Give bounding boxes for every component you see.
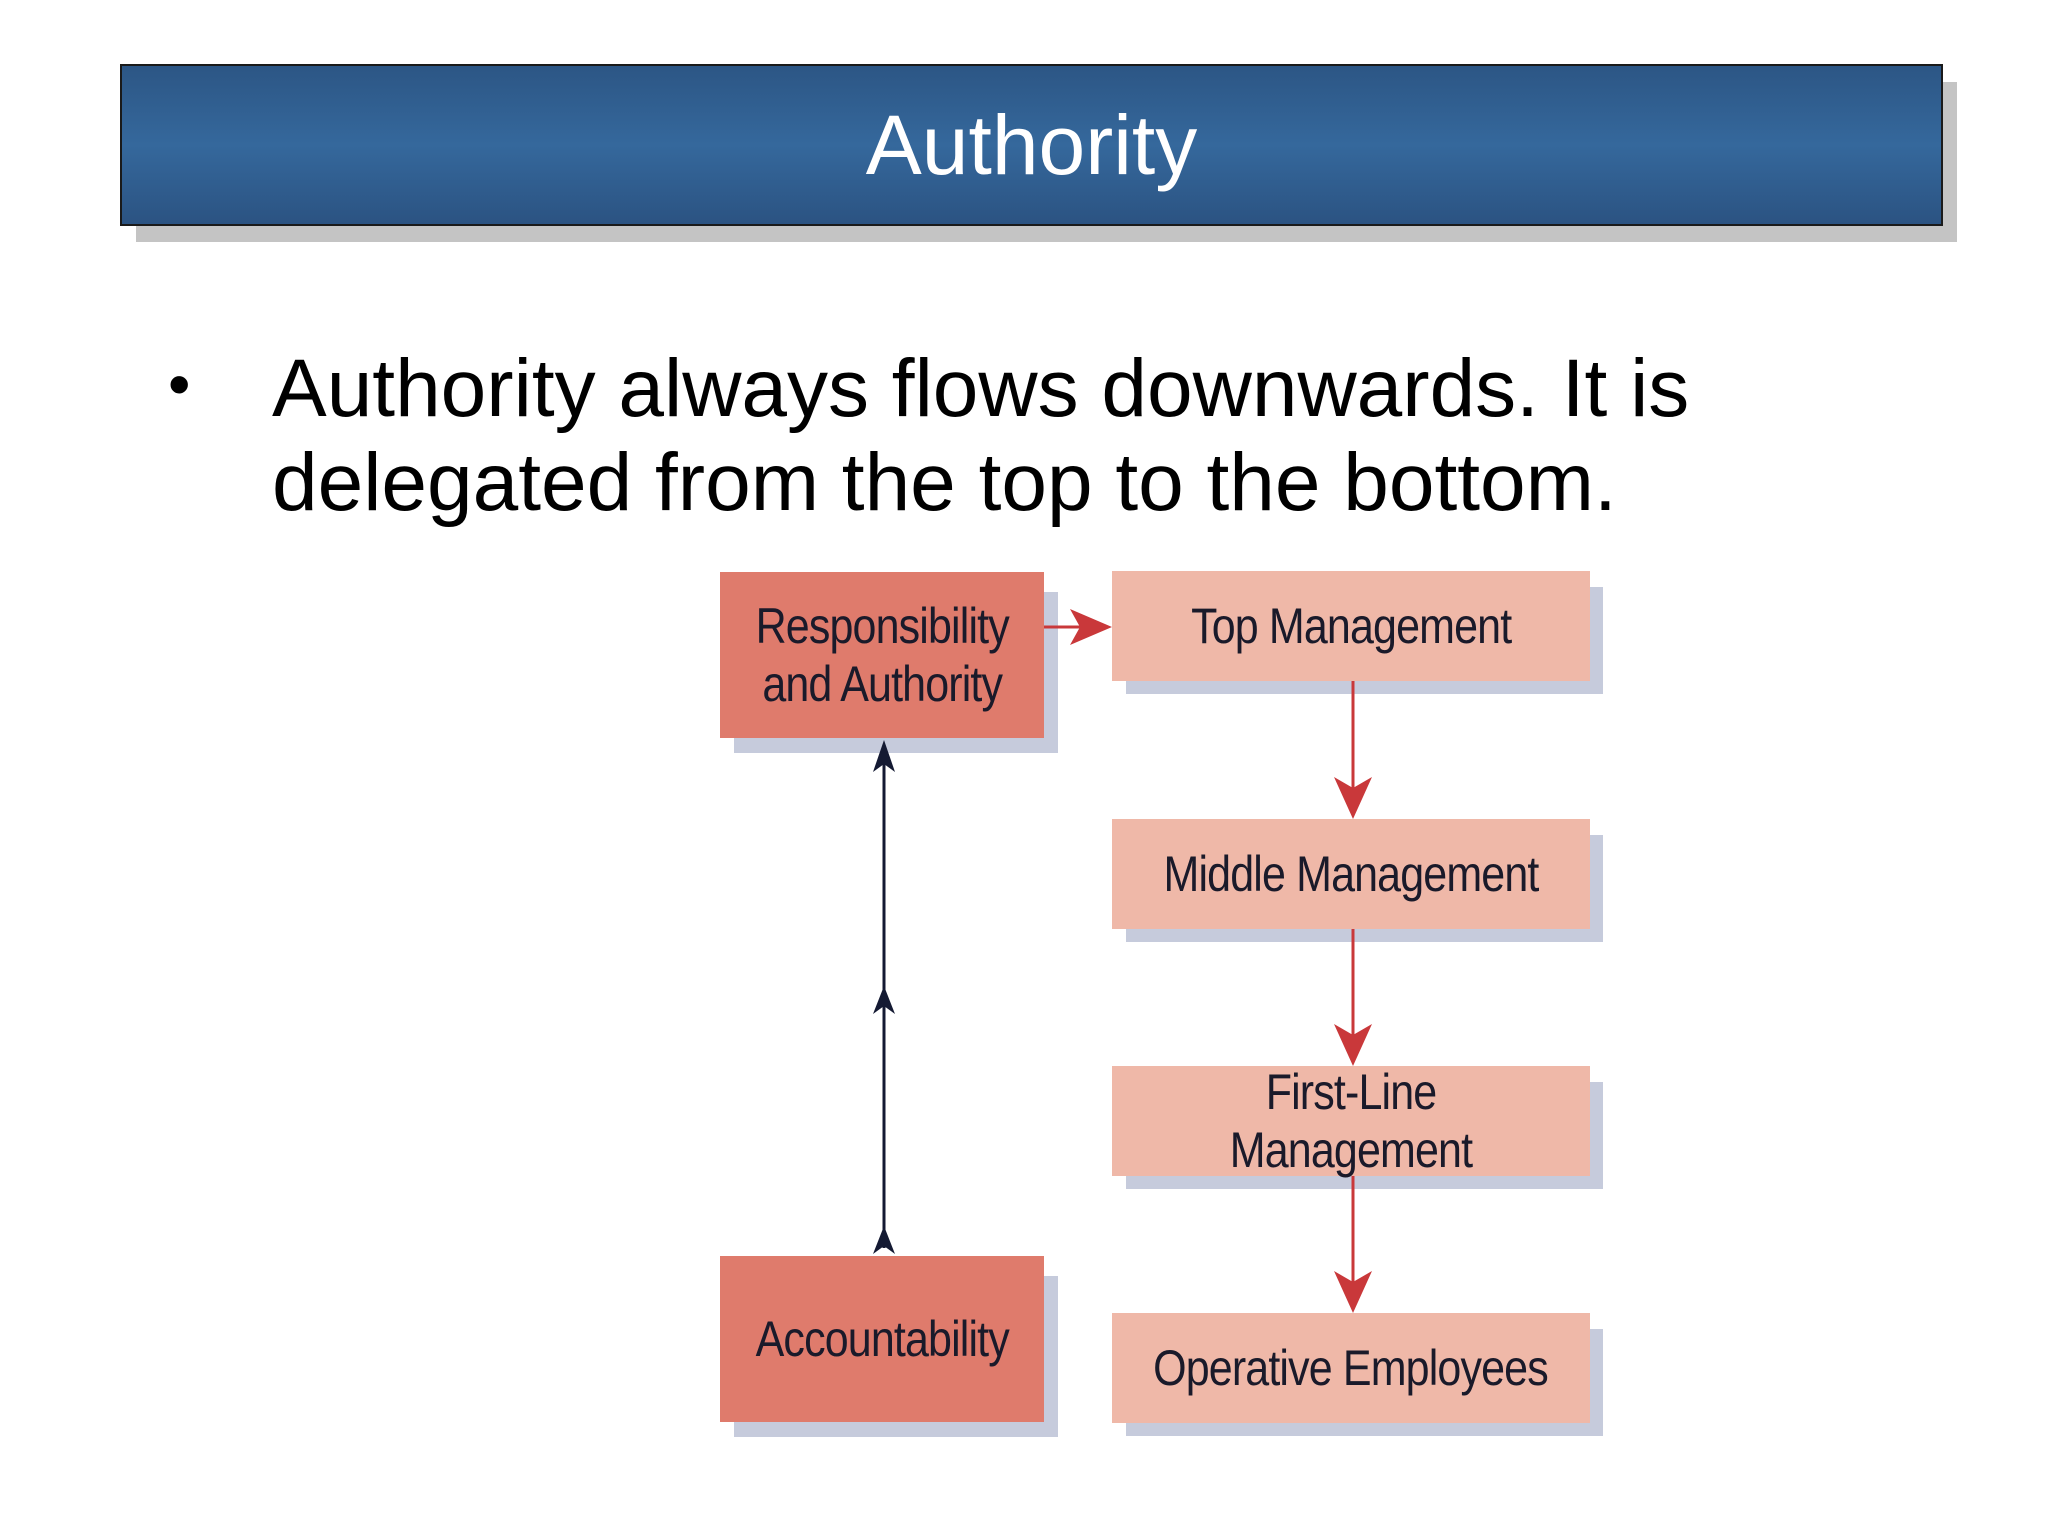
arrowhead-down-icon: [1334, 777, 1372, 819]
level-label: Top Management: [1190, 598, 1512, 654]
arrowhead-down-icon: [1334, 1024, 1372, 1066]
bullet-text: Authority always flows downwards. It is …: [272, 343, 1690, 528]
arrowhead-up-icon: [873, 1226, 895, 1254]
operative-employees-box: Operative Employees: [1112, 1313, 1590, 1423]
first-line-management-box: First-Line Management: [1112, 1064, 1590, 1178]
arrowhead-right-icon: [1070, 609, 1112, 645]
responsibility-authority-label-line2: and Authority: [762, 656, 1003, 712]
arrowhead-down-icon: [1334, 1271, 1372, 1313]
level-label: First-Line Management: [1229, 1064, 1473, 1178]
slide-title: Authority: [865, 98, 1198, 192]
responsibility-authority-label-line1: Responsibility: [755, 598, 1009, 654]
middle-management-box: Middle Management: [1112, 819, 1590, 929]
accountability-label: Accountability: [755, 1311, 1009, 1367]
accountability-box: Accountability: [720, 1256, 1044, 1422]
bullet-marker: •: [168, 348, 191, 420]
title-bar: Authority: [120, 64, 1943, 226]
top-management-box: Top Management: [1112, 571, 1590, 681]
responsibility-authority-box: Responsibility and Authority: [720, 572, 1044, 738]
level-label: Middle Management: [1163, 846, 1540, 902]
level-label: Operative Employees: [1153, 1340, 1550, 1396]
arrowhead-up-icon: [873, 986, 895, 1014]
